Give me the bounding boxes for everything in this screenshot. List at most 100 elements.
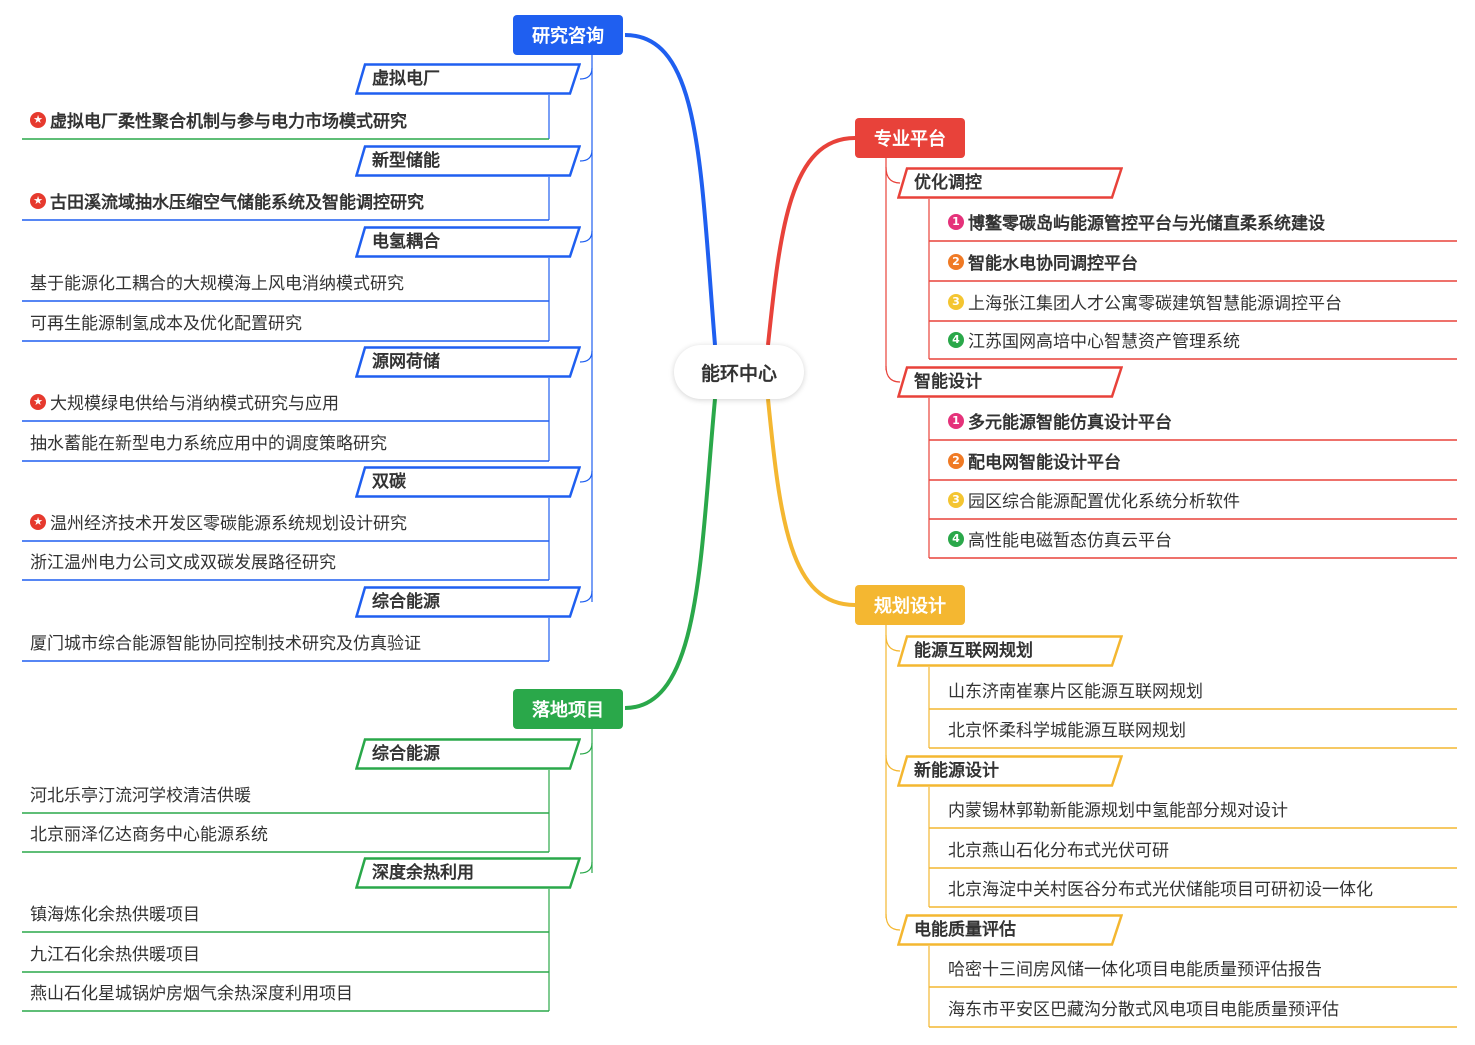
list-item-text: 古田溪流域抽水压缩空气储能系统及智能调控研究 <box>50 193 424 213</box>
list-item[interactable]: 可再生能源制氢成本及优化配置研究 <box>30 311 302 337</box>
list-item[interactable]: ★大规模绿电供给与消纳模式研究与应用 <box>30 391 339 417</box>
center-node[interactable]: 能环中心 <box>674 345 804 399</box>
list-item[interactable]: 河北乐亭汀流河学校清洁供暖 <box>30 783 251 809</box>
list-item[interactable]: 镇海炼化余热供暖项目 <box>30 902 200 928</box>
list-item-text: 北京海淀中关村医谷分布式光伏储能项目可研初设一体化 <box>948 880 1373 900</box>
group-node[interactable]: 能源互联网规划 <box>897 635 1123 667</box>
priority-1-icon: 1 <box>948 413 964 429</box>
list-item[interactable]: 北京海淀中关村医谷分布式光伏储能项目可研初设一体化 <box>948 877 1373 903</box>
connector-line <box>766 398 856 607</box>
group-node[interactable]: 深度余热利用 <box>355 857 581 889</box>
list-item-text: 浙江温州电力公司文成双碳发展路径研究 <box>30 553 336 573</box>
list-item[interactable]: 北京燕山石化分布式光伏可研 <box>948 838 1169 864</box>
list-item[interactable]: ★虚拟电厂柔性聚合机制与参与电力市场模式研究 <box>30 109 407 135</box>
connector-line <box>579 67 593 80</box>
list-item[interactable]: ★温州经济技术开发区零碳能源系统规划设计研究 <box>30 511 407 537</box>
list-item-text: 配电网智能设计平台 <box>968 453 1121 473</box>
connector-line <box>624 398 717 710</box>
list-item-text: 多元能源智能仿真设计平台 <box>968 413 1172 433</box>
priority-1-icon: 1 <box>948 214 964 230</box>
list-item[interactable]: 九江石化余热供暖项目 <box>30 942 200 968</box>
group-shape <box>355 226 581 258</box>
list-item-text: 大规模绿电供给与消纳模式研究与应用 <box>50 394 339 414</box>
group-node[interactable]: 双碳 <box>355 466 581 498</box>
group-label: 双碳 <box>372 472 406 492</box>
star-icon: ★ <box>30 514 46 530</box>
group-shape <box>355 857 581 889</box>
connector-line <box>579 742 593 755</box>
connector-line <box>579 230 593 243</box>
branch-research[interactable]: 研究咨询 <box>513 15 623 55</box>
group-node[interactable]: 综合能源 <box>355 586 581 618</box>
star-icon: ★ <box>30 112 46 128</box>
group-label: 智能设计 <box>914 372 982 392</box>
list-item[interactable]: 燕山石化星城锅炉房烟气余热深度利用项目 <box>30 981 353 1007</box>
group-node[interactable]: 电氢耦合 <box>355 226 581 258</box>
branch-platform[interactable]: 专业平台 <box>855 118 965 158</box>
group-label: 综合能源 <box>372 592 440 612</box>
list-item[interactable]: 山东济南崔寨片区能源互联网规划 <box>948 679 1203 705</box>
branch-planning[interactable]: 规划设计 <box>855 585 965 625</box>
list-item-text: 温州经济技术开发区零碳能源系统规划设计研究 <box>50 514 407 534</box>
list-item-text: 燕山石化星城锅炉房烟气余热深度利用项目 <box>30 984 353 1004</box>
group-shape <box>897 635 1123 667</box>
group-label: 新能源设计 <box>914 761 999 781</box>
list-item-text: 江苏国网高培中心智慧资产管理系统 <box>968 332 1240 352</box>
priority-3-icon: 3 <box>948 492 964 508</box>
list-item[interactable]: 哈密十三间房风储一体化项目电能质量预评估报告 <box>948 957 1322 983</box>
group-shape <box>897 914 1123 946</box>
list-item[interactable]: 浙江温州电力公司文成双碳发展路径研究 <box>30 550 336 576</box>
group-shape <box>355 63 581 95</box>
connector-line <box>579 470 593 483</box>
group-label: 电氢耦合 <box>372 232 440 252</box>
connector-line <box>885 913 901 931</box>
group-label: 虚拟电厂 <box>372 69 440 89</box>
list-item[interactable]: 海东市平安区巴藏沟分散式风电项目电能质量预评估 <box>948 997 1339 1023</box>
connector-line <box>766 136 856 346</box>
list-item[interactable]: 内蒙锡林郭勒新能源规划中氢能部分规对设计 <box>948 798 1288 824</box>
list-item-text: 抽水蓄能在新型电力系统应用中的调度策略研究 <box>30 434 387 454</box>
group-node[interactable]: 虚拟电厂 <box>355 63 581 95</box>
list-item-text: 上海张江集团人才公寓零碳建筑智慧能源调控平台 <box>968 294 1342 314</box>
connector-line <box>579 149 593 162</box>
list-item-text: 园区综合能源配置优化系统分析软件 <box>968 492 1240 512</box>
connector-line <box>579 350 593 363</box>
list-item-text: 海东市平安区巴藏沟分散式风电项目电能质量预评估 <box>948 1000 1339 1020</box>
group-label: 优化调控 <box>914 173 982 193</box>
list-item[interactable]: 北京丽泽亿达商务中心能源系统 <box>30 822 268 848</box>
group-shape <box>355 586 581 618</box>
group-node[interactable]: 优化调控 <box>897 167 1123 199</box>
list-item-text: 北京燕山石化分布式光伏可研 <box>948 841 1169 861</box>
list-item[interactable]: 北京怀柔科学城能源互联网规划 <box>948 718 1186 744</box>
list-item[interactable]: ★古田溪流域抽水压缩空气储能系统及智能调控研究 <box>30 190 424 216</box>
group-node[interactable]: 综合能源 <box>355 738 581 770</box>
list-item[interactable]: 抽水蓄能在新型电力系统应用中的调度策略研究 <box>30 431 387 457</box>
list-item[interactable]: 厦门城市综合能源智能协同控制技术研究及仿真验证 <box>30 631 421 657</box>
group-node[interactable]: 源网荷储 <box>355 346 581 378</box>
list-item-text: 智能水电协同调控平台 <box>968 254 1138 274</box>
group-node[interactable]: 新型储能 <box>355 145 581 177</box>
group-node[interactable]: 电能质量评估 <box>897 914 1123 946</box>
group-node[interactable]: 新能源设计 <box>897 755 1123 787</box>
list-item-text: 博鳌零碳岛屿能源管控平台与光储直柔系统建设 <box>968 214 1325 234</box>
list-item-text: 高性能电磁暂态仿真云平台 <box>968 531 1172 551</box>
group-shape <box>897 366 1123 398</box>
group-shape <box>355 466 581 498</box>
group-label: 电能质量评估 <box>914 920 1016 940</box>
list-item[interactable]: 基于能源化工耦合的大规模海上风电消纳模式研究 <box>30 271 404 297</box>
connector-line <box>885 166 901 184</box>
group-node[interactable]: 智能设计 <box>897 366 1123 398</box>
list-item-text: 基于能源化工耦合的大规模海上风电消纳模式研究 <box>30 274 404 294</box>
list-item-text: 北京怀柔科学城能源互联网规划 <box>948 721 1186 741</box>
list-item-text: 厦门城市综合能源智能协同控制技术研究及仿真验证 <box>30 634 421 654</box>
branch-projects[interactable]: 落地项目 <box>513 689 623 729</box>
